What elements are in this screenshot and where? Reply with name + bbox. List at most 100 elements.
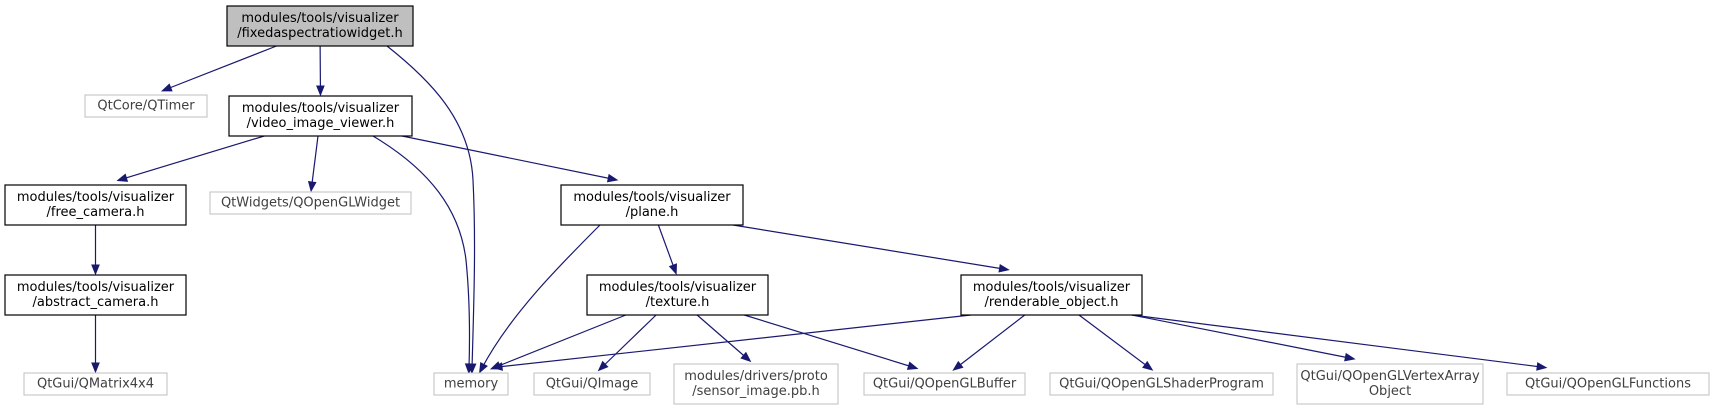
node-label-line: QtGui/QOpenGLVertexArray: [1300, 369, 1480, 384]
node-box: [23, 372, 168, 396]
node-box: [560, 184, 744, 226]
edges-layer: [91, 45, 1548, 375]
edge-line: [1131, 314, 1350, 359]
node-label-line: QtGui/QOpenGLShaderProgram: [1059, 377, 1264, 392]
external-header-node: QtGui/QOpenGLBuffer: [863, 372, 1026, 396]
edge-line: [657, 224, 676, 270]
arrowhead: [998, 263, 1010, 273]
node-label-line: modules/tools/visualizer: [573, 190, 731, 205]
external-header-node: memory: [433, 372, 509, 396]
edge-line: [744, 314, 913, 368]
edge-line: [481, 224, 601, 369]
node-box: [4, 184, 187, 226]
external-header-node: modules/drivers/proto/sensor_image.pb.h: [673, 363, 839, 405]
node-label-line: /renderable_object.h: [984, 295, 1118, 310]
node-label-line: /sensor_image.pb.h: [692, 384, 819, 399]
node-label-line: modules/tools/visualizer: [242, 101, 400, 116]
header-file-node[interactable]: modules/tools/visualizer/video_image_vie…: [228, 95, 413, 137]
node-label-line: modules/tools/visualizer: [17, 280, 175, 295]
node-label-line: modules/tools/visualizer: [599, 280, 757, 295]
node-box: [863, 372, 1026, 396]
edge-line: [497, 314, 972, 368]
arrowhead: [91, 264, 100, 276]
dependency-arrow: [401, 135, 619, 183]
arrowhead: [91, 362, 100, 374]
current-file-node: modules/tools/visualizer/fixedaspectrati…: [226, 5, 414, 47]
edge-line: [601, 314, 657, 368]
node-label-line: QtWidgets/QOpenGLWidget: [221, 196, 400, 211]
edge-line: [1131, 314, 1542, 368]
arrowhead: [906, 361, 919, 370]
header-file-node[interactable]: modules/tools/visualizer/renderable_obje…: [960, 274, 1143, 316]
node-label-line: memory: [444, 377, 499, 392]
external-header-node: QtGui/QOpenGLFunctions: [1506, 372, 1710, 396]
external-header-node: QtGui/QOpenGLShaderProgram: [1049, 372, 1274, 396]
header-file-node[interactable]: modules/tools/visualizer/abstract_camera…: [4, 274, 187, 316]
node-box: [228, 95, 413, 137]
node-label-line: QtGui/QOpenGLFunctions: [1525, 377, 1691, 392]
dependency-arrow: [160, 45, 277, 92]
arrowhead: [1536, 362, 1548, 371]
header-file-node[interactable]: modules/tools/visualizer/free_camera.h: [4, 184, 187, 226]
node-box: [209, 191, 412, 215]
node-box: [84, 94, 208, 118]
node-label-line: modules/tools/visualizer: [17, 190, 175, 205]
header-file-node[interactable]: modules/tools/visualizer/texture.h: [586, 274, 769, 316]
external-header-node: QtGui/QMatrix4x4: [23, 372, 168, 396]
dependency-arrow: [952, 314, 1026, 371]
node-box: [226, 5, 414, 47]
dependency-arrow: [316, 45, 325, 97]
dependency-arrow: [116, 135, 265, 182]
arrowhead: [740, 351, 752, 363]
arrowhead: [464, 363, 474, 375]
dependency-arrow: [372, 135, 474, 375]
node-box: [586, 274, 769, 316]
dependency-arrow: [91, 315, 100, 374]
node-box: [1049, 372, 1274, 396]
node-box: [1506, 372, 1710, 396]
arrowhead: [606, 173, 619, 183]
arrowhead: [307, 180, 317, 193]
node-label-line: /video_image_viewer.h: [247, 116, 395, 131]
dependency-arrow: [479, 224, 601, 374]
arrowhead: [316, 85, 325, 97]
arrowhead: [1142, 360, 1154, 371]
node-label-line: QtGui/QMatrix4x4: [37, 377, 154, 392]
edge-line: [956, 314, 1026, 368]
dependency-arrow: [307, 135, 319, 193]
edge-line: [696, 314, 747, 359]
edge-line: [401, 135, 613, 180]
node-box: [533, 372, 651, 396]
node-label-line: modules/tools/visualizer: [241, 11, 399, 26]
dependency-arrow: [657, 224, 677, 275]
node-box: [433, 372, 509, 396]
dependency-arrow: [1131, 314, 1548, 371]
node-label-line: QtGui/QImage: [546, 377, 639, 392]
dependency-arrow: [1131, 314, 1356, 362]
edge-line: [495, 314, 627, 368]
arrowhead: [597, 360, 609, 372]
node-box: [673, 363, 839, 405]
dependency-arrow: [744, 314, 919, 370]
arrowhead: [1344, 352, 1356, 362]
arrowhead: [668, 263, 677, 275]
arrowhead: [491, 362, 503, 371]
arrowhead: [952, 360, 964, 371]
node-label-line: QtCore/QTimer: [97, 99, 195, 114]
arrowhead: [479, 361, 488, 374]
edge-line: [372, 135, 471, 369]
edge-line: [732, 224, 1004, 270]
dependency-arrow: [491, 314, 972, 371]
node-box: [1296, 363, 1484, 405]
edge-line: [1078, 314, 1149, 368]
node-label-line: Object: [1369, 384, 1411, 399]
node-label-line: /free_camera.h: [47, 205, 145, 220]
dependency-arrow: [732, 224, 1010, 273]
edge-line: [311, 135, 319, 187]
header-file-node[interactable]: modules/tools/visualizer/plane.h: [560, 184, 744, 226]
node-label-line: modules/tools/visualizer: [973, 280, 1131, 295]
external-header-node: QtGui/QImage: [533, 372, 651, 396]
dependency-arrow: [597, 314, 657, 372]
